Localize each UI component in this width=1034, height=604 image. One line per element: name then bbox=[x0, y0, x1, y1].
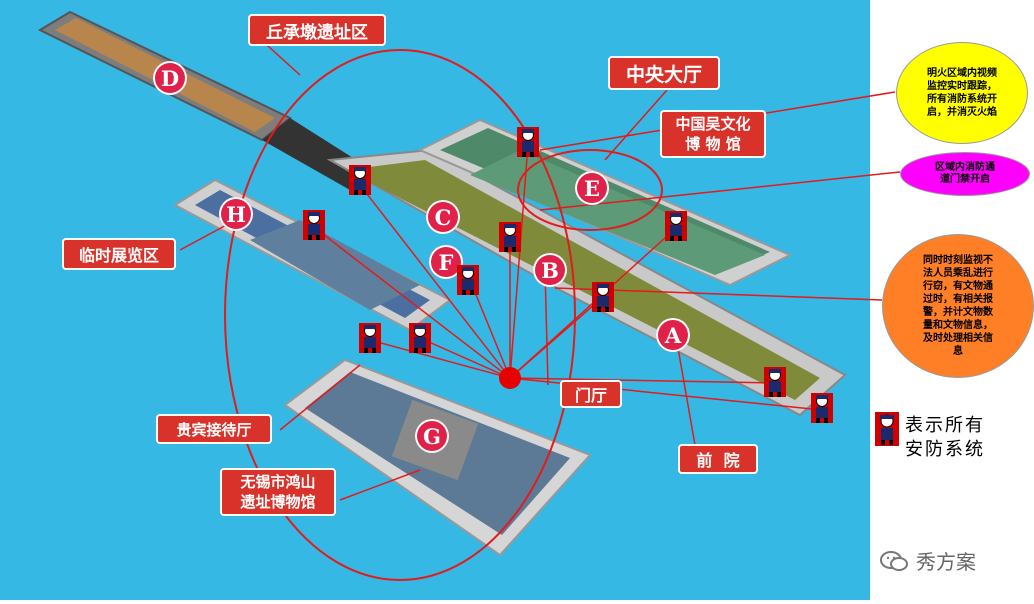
zone-marker-c: C bbox=[426, 200, 460, 234]
label-menting: 门厅 bbox=[560, 380, 622, 408]
security-guard-icon bbox=[517, 127, 539, 161]
security-guard-icon bbox=[499, 222, 521, 256]
zone-marker-d: D bbox=[153, 61, 187, 95]
legend-icon bbox=[875, 412, 899, 450]
label-guibin: 贵宾接待厅 bbox=[156, 414, 272, 444]
security-guard-icon bbox=[349, 165, 371, 199]
security-guard-icon bbox=[875, 412, 899, 446]
note-door-text: 区域内消防通 道门禁开启 bbox=[935, 162, 995, 185]
zone-marker-a: A bbox=[656, 318, 690, 352]
zone-marker-e: E bbox=[575, 171, 609, 205]
coverage-ellipses bbox=[224, 49, 663, 581]
note-fire-text: 明火区域内视频 监控实时跟踪， 所有消防系统开 启，并消灭火焰 bbox=[927, 68, 997, 118]
control-center-dot bbox=[499, 367, 521, 389]
security-guard-icon bbox=[811, 393, 833, 427]
label-zhongyang: 中央大厅 bbox=[608, 56, 720, 90]
note-theft-monitor: 同时时刻监视不 法人员乘乱进行 行窃，有文物通 过时，有相关报 警，并计文物数 … bbox=[882, 234, 1034, 378]
watermark: 秀方案 bbox=[880, 546, 976, 575]
label-qianyuan: 前 院 bbox=[678, 444, 758, 474]
security-guard-icon bbox=[592, 282, 614, 316]
label-hongshan: 无锡市鸿山 遗址博物馆 bbox=[220, 468, 336, 516]
security-guard-icon bbox=[409, 323, 431, 357]
wechat-icon bbox=[880, 550, 908, 571]
security-guard-icon bbox=[764, 367, 786, 401]
note-fire-response: 明火区域内视频 监控实时跟踪， 所有消防系统开 启，并消灭火焰 bbox=[896, 42, 1028, 144]
zone-marker-g: G bbox=[415, 419, 449, 453]
label-qiuchengdun: 丘承墩遗址区 bbox=[248, 14, 386, 46]
note-door-access: 区域内消防通 道门禁开启 bbox=[900, 152, 1030, 196]
note-theft-text: 同时时刻监视不 法人员乘乱进行 行窃，有文物通 过时，有相关报 警，并计文物数 … bbox=[923, 255, 993, 357]
connection-lines bbox=[179, 27, 901, 501]
security-guard-icon bbox=[457, 265, 479, 299]
legend-text: 表示所有 安防系统 bbox=[905, 415, 985, 460]
label-wuwenhua: 中国吴文化 博 物 馆 bbox=[660, 110, 766, 158]
zone-marker-b: B bbox=[533, 253, 567, 287]
security-guard-icon bbox=[359, 323, 381, 357]
watermark-text: 秀方案 bbox=[916, 550, 976, 574]
building-wing-g bbox=[283, 358, 592, 557]
security-guard-icon bbox=[303, 210, 325, 244]
security-guard-icon bbox=[665, 211, 687, 245]
zone-marker-h: H bbox=[219, 197, 253, 231]
label-linshi: 临时展览区 bbox=[62, 238, 176, 270]
